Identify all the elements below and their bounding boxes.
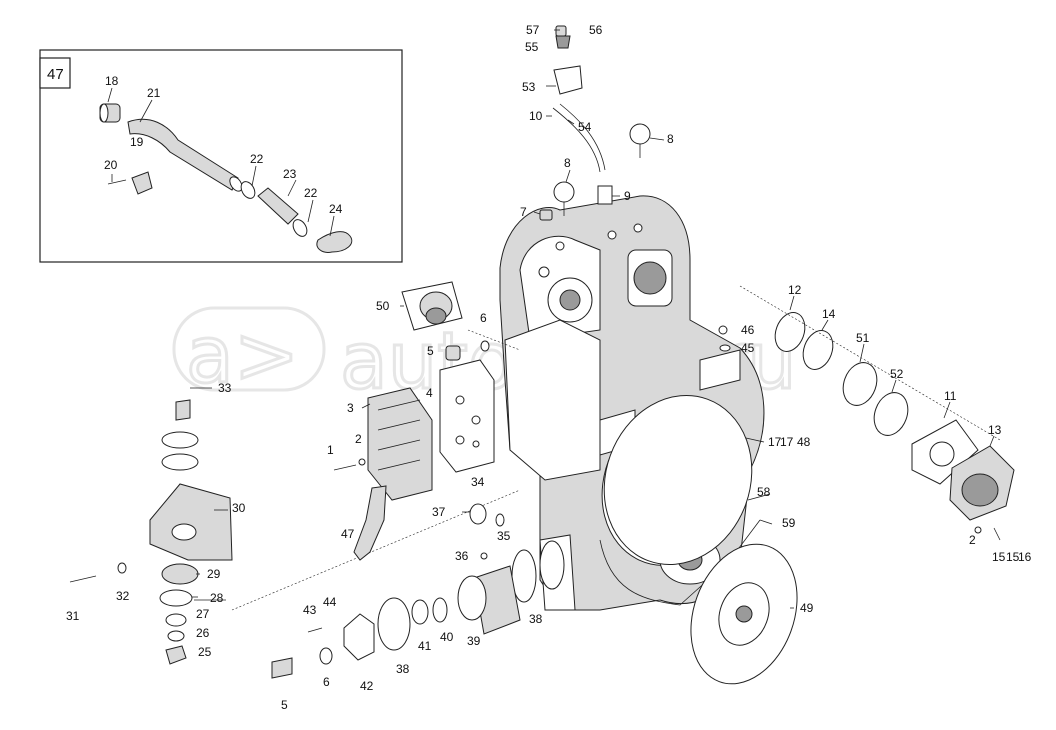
callout-6-b: 6 [323,675,330,689]
callout-58: 58 [757,485,771,499]
callout-32: 32 [116,589,130,603]
callout-55: 55 [525,40,539,54]
callout-27: 27 [196,607,210,621]
callout-16: 16 [1018,550,1032,564]
callout-26: 26 [196,626,210,640]
callout-4: 4 [426,386,433,400]
callout-25: 25 [198,645,212,659]
callout-38-b: 38 [396,662,410,676]
watermark-logo-text: a> [186,311,299,401]
cover-plate-50 [401,281,463,331]
callout-labels: 18 21 19 20 22 23 22 24 57 56 55 53 10 5… [66,23,1032,712]
callout-23: 23 [283,167,297,181]
plug-5-upper [445,340,490,361]
callout-leaders [107,29,1001,609]
inset-number: 47 [47,66,64,83]
callout-34: 34 [471,475,485,489]
callout-48: 48 [797,435,811,449]
callout-29: 29 [207,567,221,581]
callout-44: 44 [323,595,337,609]
engine-mount [69,399,521,665]
callout-39: 39 [467,634,481,648]
callout-31: 31 [66,609,80,623]
callout-10: 10 [529,109,543,123]
callout-46: 46 [741,323,755,337]
callout-14: 14 [822,307,836,321]
callout-5-b: 5 [281,698,288,712]
callout-33: 33 [218,381,232,395]
callout-36: 36 [455,549,469,563]
callout-2-a: 2 [355,432,362,446]
hose-47 [353,485,505,561]
callout-54: 54 [578,120,592,134]
inset-47-detail: 47 [39,49,403,263]
callout-56: 56 [589,23,603,37]
callout-12: 12 [788,283,802,297]
callout-8-a: 8 [667,132,674,146]
callout-3: 3 [347,401,354,415]
callout-17: 17 [768,435,782,449]
callout-35: 35 [497,529,511,543]
callout-18: 18 [105,74,119,88]
callout-47: 47 [341,527,355,541]
callout-40: 40 [440,630,454,644]
callout-50: 50 [376,299,390,313]
callout-51: 51 [856,331,870,345]
breather-assembly [552,25,613,205]
callout-45: 45 [741,341,755,355]
inspection-cover [603,395,753,565]
callout-49: 49 [800,601,814,615]
callout-15: 15 [992,550,1006,564]
callout-13: 13 [988,423,1002,437]
callout-52: 52 [890,367,904,381]
callout-57: 57 [526,23,540,37]
callout-59: 59 [782,516,796,530]
callout-37: 37 [432,505,446,519]
callout-43: 43 [303,603,317,617]
seal-rings [718,312,909,436]
callout-15-16-separator: 15 [1006,550,1020,564]
callout-38-a: 38 [529,612,543,626]
callout-22-b: 22 [304,186,318,200]
callout-5-a: 5 [427,344,434,358]
callout-41: 41 [418,639,432,653]
output-shaft-parts [271,549,537,679]
callout-2-b: 2 [969,533,976,547]
eye-bolts [539,123,651,221]
callout-9: 9 [624,189,631,203]
pump-and-flange [911,419,1015,541]
callout-8-b: 8 [564,156,571,170]
callout-1: 1 [327,443,334,457]
callout-24: 24 [329,202,343,216]
callout-11: 11 [944,389,957,403]
callout-28: 28 [210,591,224,605]
callout-42: 42 [360,679,374,693]
valve-block-and-gasket [333,359,495,501]
callout-19: 19 [130,135,144,149]
callout-21: 21 [147,86,161,100]
callout-7: 7 [520,205,527,219]
callout-53: 53 [522,80,536,94]
callout-17-48-separator: 17 [780,435,794,449]
brake-disc [690,543,798,685]
callout-22-a: 22 [250,152,264,166]
callout-20: 20 [104,158,118,172]
callout-30: 30 [232,501,246,515]
callout-6-a: 6 [480,311,487,325]
